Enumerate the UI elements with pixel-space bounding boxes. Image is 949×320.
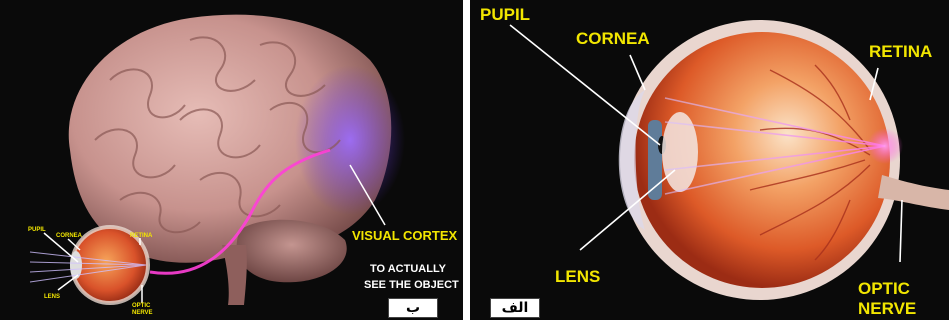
brain-panel: VISUAL CORTEX TO ACTUALLY SEE THE OBJECT… <box>0 0 463 320</box>
small-nerve-label: NERVE <box>132 310 153 316</box>
focal-point-glow <box>867 128 903 164</box>
small-retina-label: RETINA <box>130 233 153 239</box>
cornea-label: CORNEA <box>576 29 650 48</box>
retina-label: RETINA <box>869 42 932 61</box>
small-cornea-label: CORNEA <box>56 233 83 239</box>
brain-illustration: VISUAL CORTEX TO ACTUALLY SEE THE OBJECT… <box>0 0 463 320</box>
lens-label: LENS <box>555 267 600 286</box>
eye-illustration: PUPIL CORNEA RETINA LENS OPTIC NERVE <box>470 0 949 320</box>
visual-cortex-label: VISUAL CORTEX <box>352 228 458 243</box>
see-the-object-label: SEE THE OBJECT <box>364 279 459 291</box>
small-optic-label: OPTIC <box>132 303 151 309</box>
iris <box>648 120 662 200</box>
optic-label: OPTIC <box>858 279 910 298</box>
pupil-label: PUPIL <box>480 5 530 24</box>
nerve-label: NERVE <box>858 299 916 318</box>
eye-panel: PUPIL CORNEA RETINA LENS OPTIC NERVE الف <box>470 0 949 320</box>
panel-a-tag: الف <box>490 298 540 318</box>
to-actually-label: TO ACTUALLY <box>370 263 447 275</box>
visual-cortex-glow <box>295 65 405 215</box>
small-lens-label: LENS <box>44 294 60 300</box>
brain-stem <box>222 245 247 305</box>
small-pupil-label: PUPIL <box>28 227 46 233</box>
panel-b-tag: ب <box>388 298 438 318</box>
